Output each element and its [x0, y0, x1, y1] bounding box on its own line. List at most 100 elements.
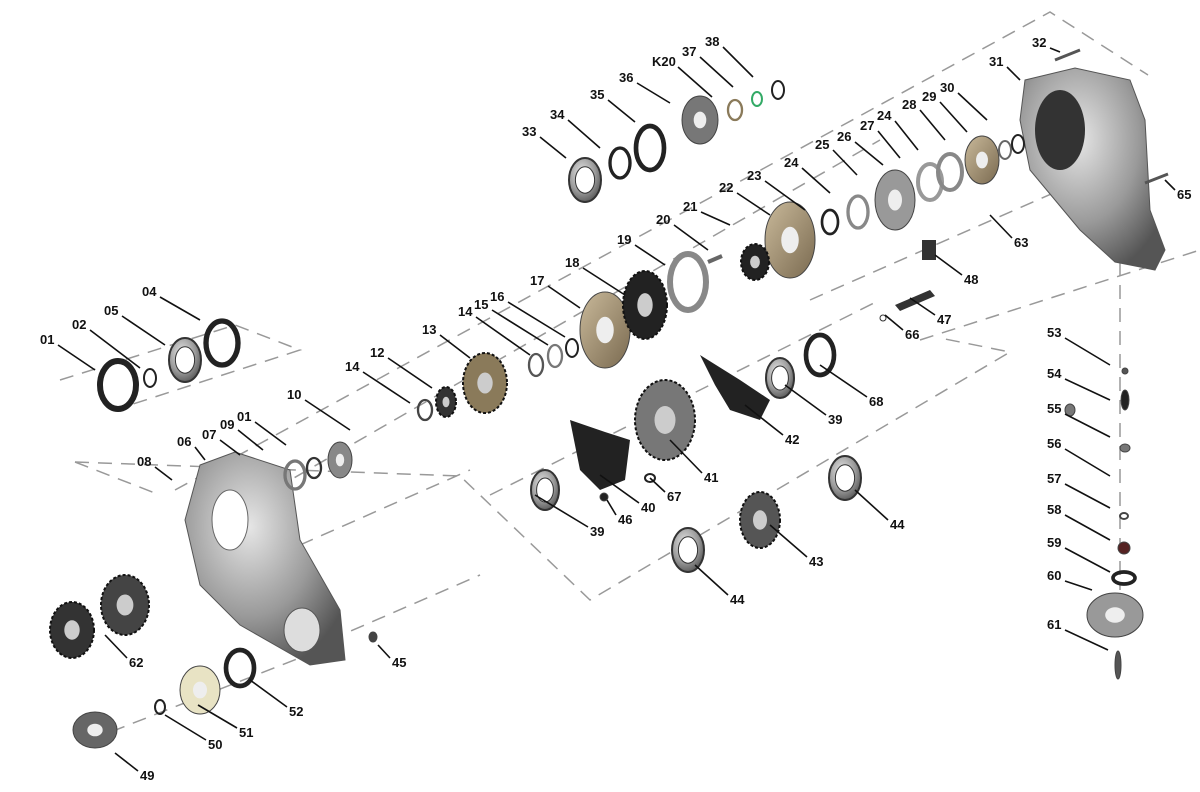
- part-washer-09: [283, 459, 307, 491]
- part-bearing-05: [168, 337, 202, 383]
- callout-label-10: 10: [287, 387, 302, 402]
- callout-label-06: 06: [177, 434, 192, 449]
- leader-line: [387, 357, 433, 389]
- callout-label-66: 66: [905, 327, 920, 342]
- leader-line: [919, 109, 946, 141]
- leader-line: [636, 82, 671, 104]
- callout-label-24: 24: [784, 155, 799, 170]
- leader-line: [534, 494, 589, 528]
- part-actuator-60: [1086, 592, 1144, 638]
- leader-line: [606, 499, 617, 516]
- part-flange-36: [681, 95, 719, 145]
- leader-line: [784, 384, 827, 416]
- callout-label-12: 12: [370, 345, 385, 360]
- callout-label-14: 14: [458, 304, 473, 319]
- leader-line: [694, 564, 729, 596]
- callout-label-05: 05: [104, 303, 119, 318]
- leader-line: [304, 399, 351, 431]
- part-pin-45: [368, 631, 378, 643]
- part-bolt-61: [1114, 650, 1122, 680]
- leader-line: [89, 329, 141, 369]
- leader-line: [567, 119, 601, 149]
- callout-label-65: 65: [1177, 187, 1192, 202]
- callout-label-29: 29: [922, 89, 937, 104]
- leader-line: [894, 120, 919, 151]
- callout-label-49: 49: [140, 768, 155, 783]
- part-gear-43: [739, 491, 781, 549]
- callout-label-36: 36: [619, 70, 634, 85]
- leader-line: [362, 371, 411, 404]
- leader-line: [700, 211, 731, 226]
- part-clutch-drum-23: [764, 201, 816, 279]
- leader-line: [909, 297, 936, 316]
- leader-line: [475, 316, 531, 356]
- leader-line: [801, 167, 831, 194]
- leader-line: [377, 644, 391, 659]
- callout-label-61: 61: [1047, 617, 1062, 632]
- callout-label-17: 17: [530, 273, 545, 288]
- leader-line: [1064, 547, 1111, 573]
- leader-line: [1049, 47, 1061, 53]
- leader-line: [114, 752, 139, 772]
- callout-label-39: 39: [590, 524, 605, 539]
- part-bearing-39b: [765, 357, 795, 399]
- part-ball-46: [599, 492, 609, 502]
- leader-line: [249, 679, 288, 708]
- callout-label-16: 16: [490, 289, 505, 304]
- part-part-53: [1121, 367, 1129, 375]
- callout-label-23: 23: [747, 168, 762, 183]
- part-chain-ring-19: [667, 251, 709, 313]
- part-ring-29: [998, 140, 1012, 160]
- callout-label-09: 09: [220, 417, 235, 432]
- part-seal-52: [223, 647, 257, 689]
- callout-label-62: 62: [129, 655, 144, 670]
- shift-fork-42: [700, 355, 770, 420]
- leader-line: [237, 429, 264, 451]
- leader-line: [197, 704, 238, 729]
- part-shaft-10: [327, 441, 353, 479]
- pin-20: [707, 254, 723, 264]
- callout-label-53: 53: [1047, 325, 1062, 340]
- ring-66: [879, 314, 887, 322]
- part-bearing-39: [530, 469, 560, 511]
- rear-housing-31: [1019, 67, 1166, 271]
- part-needle-bearing-12: [435, 386, 457, 418]
- part-washer-14b: [527, 352, 545, 378]
- part-oring-67: [644, 473, 656, 483]
- leader-line: [736, 192, 771, 216]
- callout-label-27: 27: [860, 118, 875, 133]
- part-flange-49: [72, 711, 118, 749]
- callout-label-60: 60: [1047, 568, 1062, 583]
- callout-label-15: 15: [474, 297, 489, 312]
- leader-line: [121, 315, 166, 346]
- callout-label-34: 34: [550, 107, 565, 122]
- shift-lever-48: [922, 240, 936, 260]
- callout-label-41: 41: [704, 470, 719, 485]
- leader-line: [547, 285, 581, 309]
- leader-line: [57, 344, 96, 371]
- callout-label-18: 18: [565, 255, 580, 270]
- callout-label-08: 08: [137, 454, 152, 469]
- callout-label-54: 54: [1047, 366, 1062, 381]
- leader-line: [877, 130, 901, 159]
- leader-line: [1164, 179, 1176, 191]
- callout-label-57: 57: [1047, 471, 1062, 486]
- part-part-58: [1117, 541, 1131, 555]
- callout-label-51: 51: [239, 725, 254, 740]
- callout-label-58: 58: [1047, 502, 1062, 517]
- leader-line: [939, 101, 968, 133]
- callout-label-40: 40: [641, 500, 656, 515]
- leader-line: [957, 92, 988, 121]
- leader-line: [164, 714, 207, 741]
- callout-label-68: 68: [869, 394, 884, 409]
- part-washer-25: [846, 194, 870, 230]
- part-spring-24: [820, 208, 840, 236]
- callout-label-07: 07: [202, 427, 217, 442]
- part-part-55: [1119, 443, 1131, 453]
- leader-line: [154, 466, 173, 481]
- part-mount-62b: [100, 574, 150, 636]
- part-plate-28: [936, 152, 964, 192]
- part-gear-41: [634, 379, 696, 461]
- callout-label-44: 44: [730, 592, 745, 607]
